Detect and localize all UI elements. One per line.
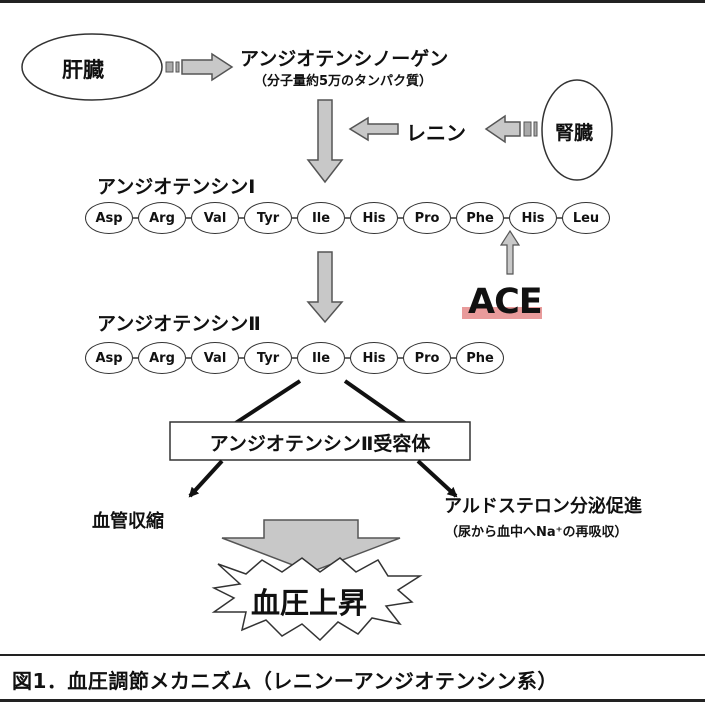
receptor-box [169,421,471,461]
arrow-down-2 [306,251,344,324]
top-border [0,0,705,3]
residue-ile: Ile [297,342,345,374]
residue-leu: Leu [562,202,610,234]
ace-highlight [462,307,542,319]
residue-arg: Arg [138,202,186,234]
angiotensin2-label: アンジオテンシンⅡ [97,313,261,335]
kidney-label: 腎臓 [555,122,594,144]
angiotensinogen-note: （分子量約5万のタンパク質） [254,74,433,89]
arrow-kidney-to-renin [484,114,538,144]
residue-asp: Asp [85,202,133,234]
angiotensinogen-label: アンジオテンシノーゲン [240,48,449,70]
kidney-ellipse [541,79,613,181]
residue-phe: Phe [456,202,504,234]
residue-tyr: Tyr [244,342,292,374]
residue-pro: Pro [403,202,451,234]
residue-val: Val [191,342,239,374]
arrow-to-vasoconstriction [188,459,224,498]
residue-phe: Phe [456,342,504,374]
residue-asp: Asp [85,342,133,374]
bottom-border [0,699,705,702]
arrow-ace-up [499,229,521,275]
arrow-renin-to-axis [348,116,399,142]
line-to-receptor-right [343,379,414,430]
result-label: 血圧上昇 [250,586,367,620]
arrow-liver-to-angiotensinogen [165,52,234,82]
aldosterone-label: アルドステロン分泌促進 [444,496,642,517]
aldosterone-note: （尿から血中へNa⁺の再吸収） [445,525,628,540]
residue-tyr: Tyr [244,202,292,234]
vasoconstriction-label: 血管収縮 [92,511,164,532]
liver-label: 肝臓 [62,58,104,82]
arrow-down-big [221,519,401,573]
renin-label: レニン [406,121,466,145]
residue-his: His [350,342,398,374]
ace-label: ACE [468,282,543,322]
result-starburst [211,557,423,642]
residue-ile: Ile [297,202,345,234]
residue-val: Val [191,202,239,234]
caption-divider [0,654,705,656]
angiotensin1-label: アンジオテンシンⅠ [97,176,256,198]
arrow-to-aldosterone [416,459,458,498]
liver-ellipse [21,33,163,101]
residue-pro: Pro [403,342,451,374]
residue-his: His [509,202,557,234]
residue-arg: Arg [138,342,186,374]
figure-caption: 図1．血圧調節メカニズム（レニンーアンジオテンシン系） [12,669,558,693]
residue-his: His [350,202,398,234]
arrow-down-1 [306,99,344,184]
receptor-label: アンジオテンシンⅡ受容体 [209,433,431,455]
line-to-receptor-left [226,379,302,430]
